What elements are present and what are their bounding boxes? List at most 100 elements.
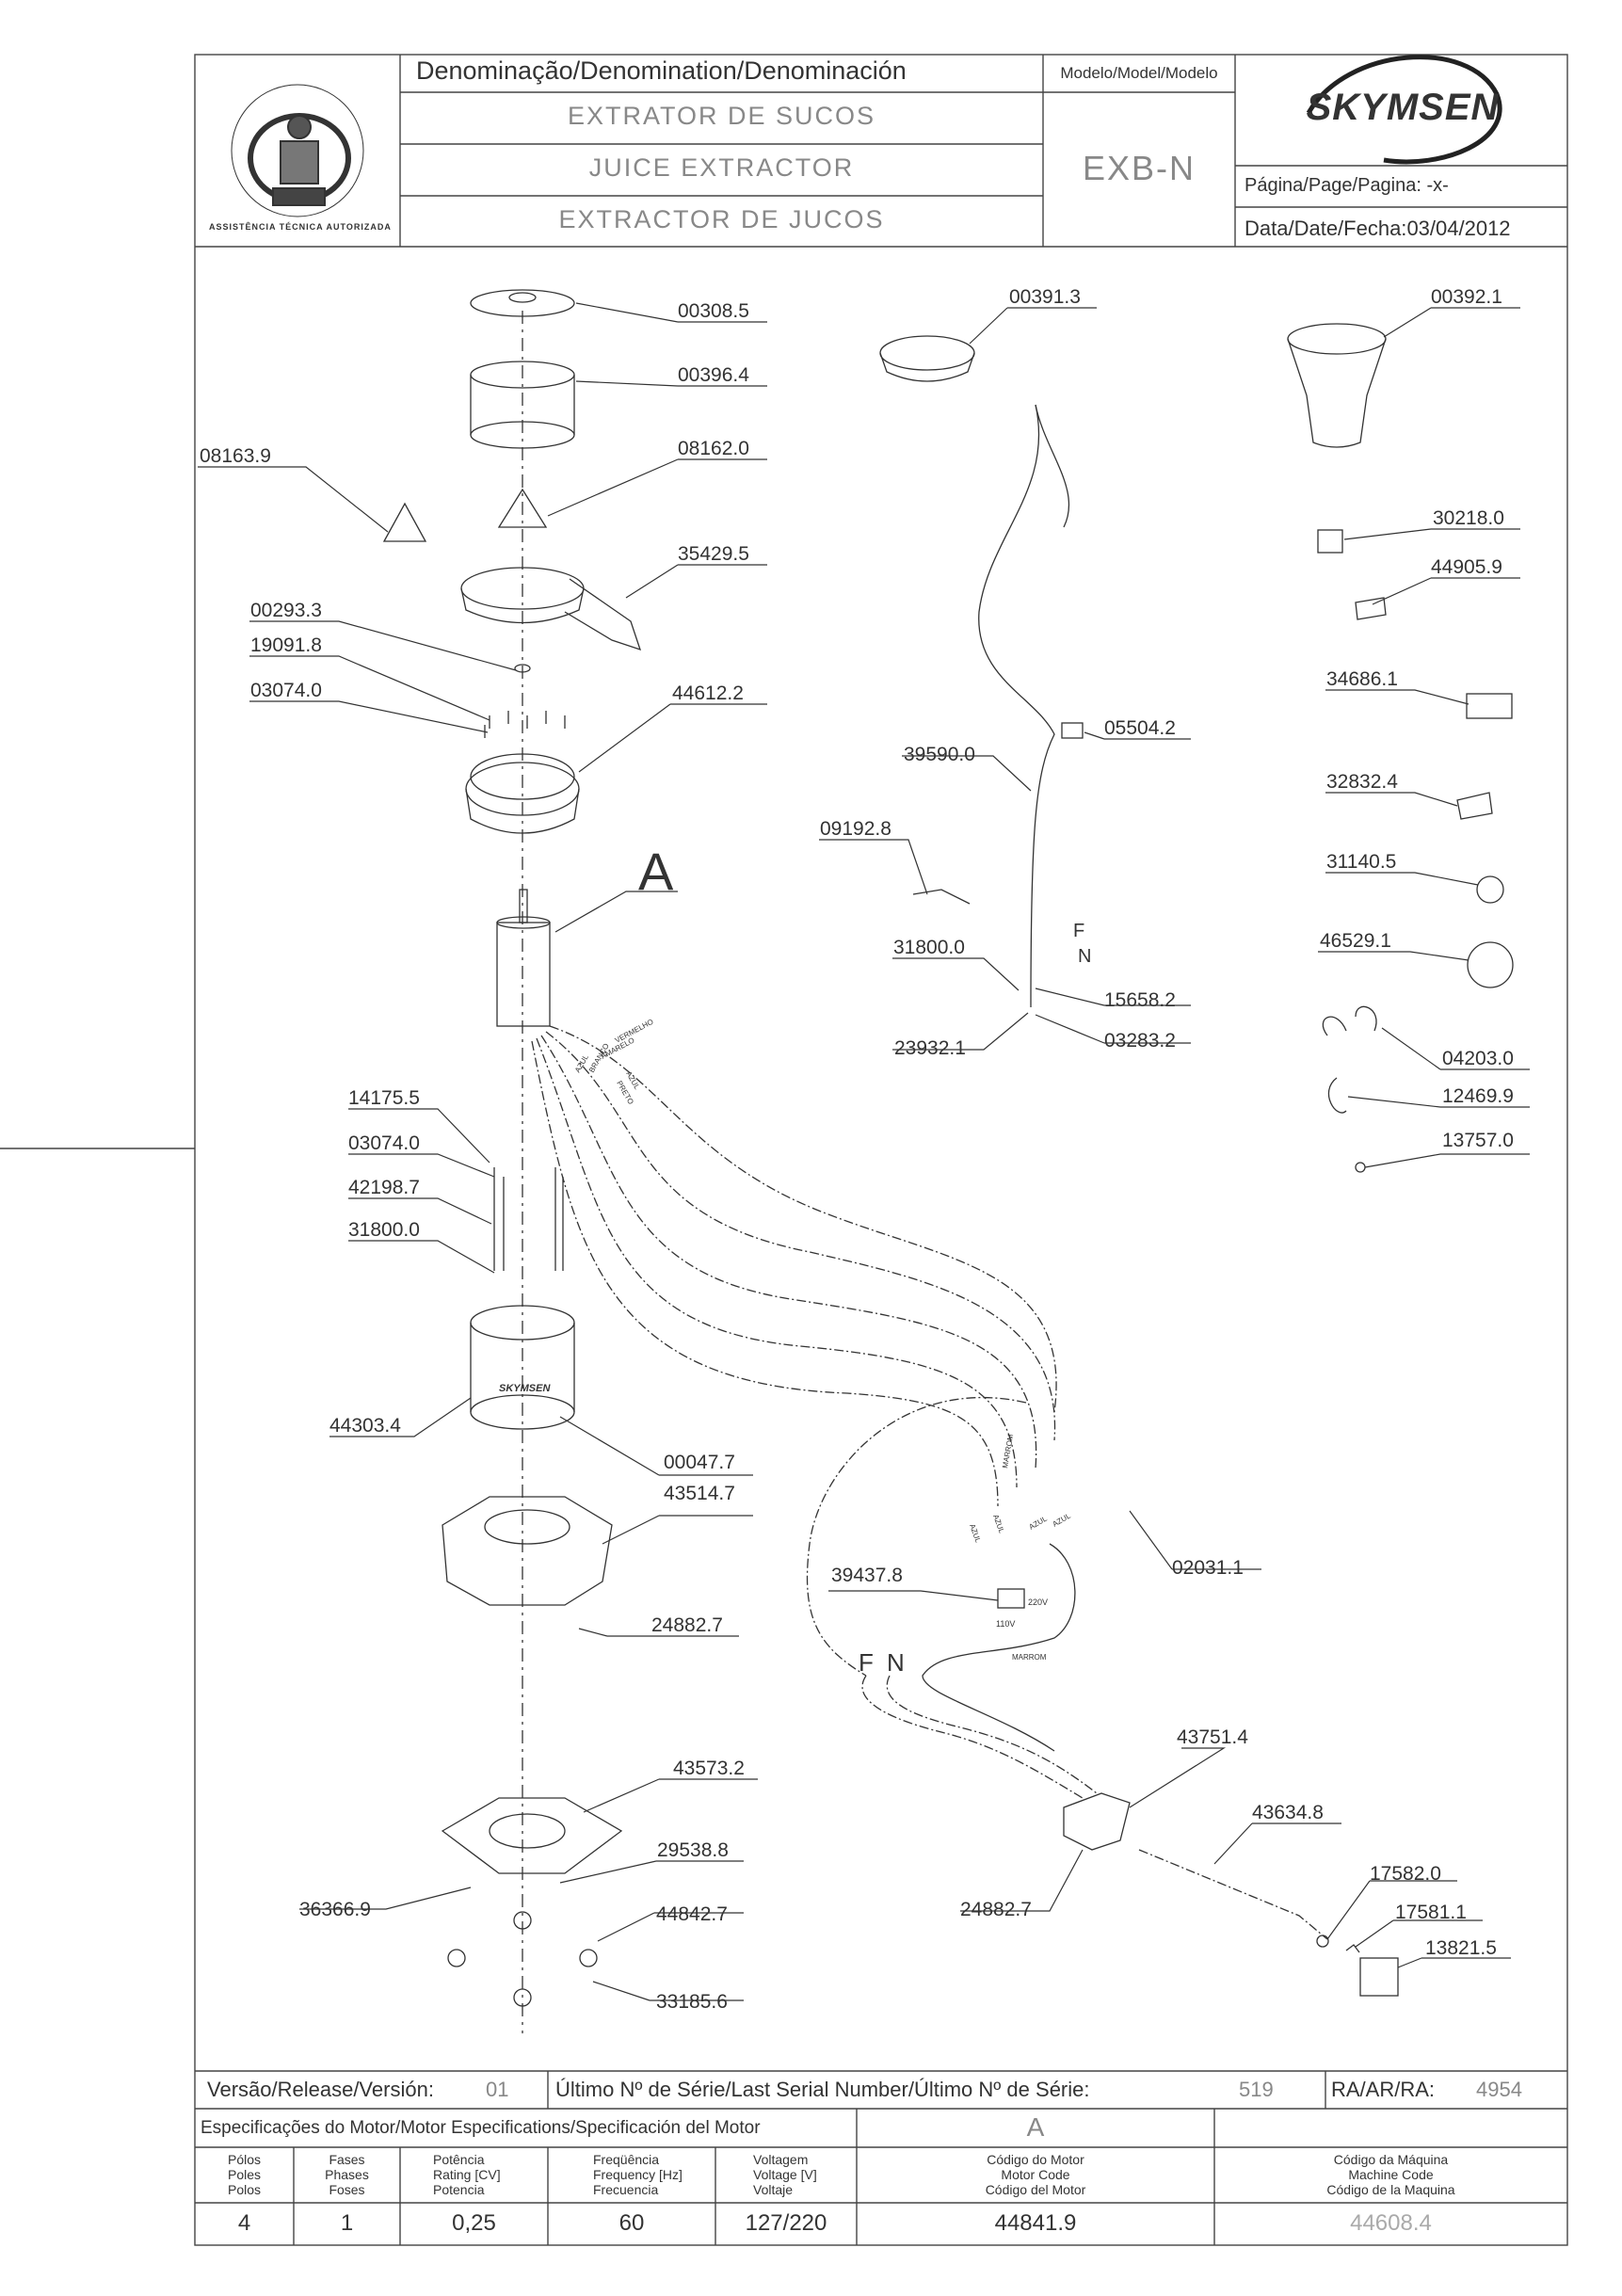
part-label[interactable]: 31800.0 (893, 937, 965, 958)
voltage-110-label: 110V (996, 1619, 1015, 1629)
part-label[interactable]: 32832.4 (1326, 771, 1398, 793)
part-label[interactable]: 15658.2 (1104, 989, 1176, 1011)
motor-spec-label: Especificações do Motor/Motor Especifica… (201, 2118, 761, 2138)
model-label: Modelo/Model/Modelo (1060, 64, 1218, 82)
spec-frequency-header: Freqüência Frequency [Hz] Frecuencia (548, 2152, 715, 2197)
part-label[interactable]: 12469.9 (1442, 1085, 1514, 1107)
spec-phases-value: 1 (340, 2210, 354, 2236)
authorized-assistance-seal (231, 84, 364, 217)
spec-header-line: Frequency [Hz] (593, 2167, 683, 2182)
part-label[interactable]: 05504.2 (1104, 717, 1176, 739)
spec-header-line: Frecuencia (593, 2182, 659, 2197)
part-label[interactable]: 34686.1 (1326, 668, 1398, 690)
nr-label-part (1317, 529, 1343, 554)
wire-f-label: F (1073, 921, 1084, 941)
part-label[interactable]: 00396.4 (678, 364, 749, 386)
part-label[interactable]: 35429.5 (678, 543, 749, 565)
spec-poles-value: 4 (237, 2210, 251, 2236)
part-label[interactable]: 24882.7 (651, 1614, 723, 1636)
part-label[interactable]: 44842.7 (656, 1903, 728, 1925)
part-label[interactable]: 08162.0 (678, 438, 749, 459)
part-label[interactable]: 43514.7 (664, 1483, 735, 1504)
part-label[interactable]: 42198.7 (348, 1177, 420, 1198)
part-label[interactable]: 36366.9 (299, 1899, 371, 1920)
part-label[interactable]: 43751.4 (1177, 1726, 1248, 1748)
product-name-en: JUICE EXTRACTOR (588, 153, 855, 182)
wire-azul-label: AZUL (1028, 1514, 1050, 1531)
model-value: EXB-N (1082, 149, 1196, 187)
spec-header-line: Voltage [V] (753, 2167, 817, 2182)
spec-header-line: Código del Motor (985, 2182, 1086, 2197)
detail-a-label: A (638, 842, 674, 901)
part-label[interactable]: 33185.6 (656, 1991, 728, 2013)
part-label[interactable]: 19091.8 (250, 634, 322, 656)
part-label[interactable]: 00308.5 (678, 300, 749, 322)
spec-header-line: Freqüência (593, 2152, 660, 2167)
spec-header-line: Rating [CV] (433, 2167, 501, 2182)
page-value: -x- (1426, 175, 1449, 196)
part-label[interactable]: 02031.1 (1172, 1557, 1244, 1579)
spec-header-line: Voltaje (753, 2182, 794, 2197)
part-label[interactable]: 44303.4 (329, 1415, 401, 1437)
part-label[interactable]: 08163.9 (200, 445, 271, 467)
part-label[interactable]: 43573.2 (673, 1758, 745, 1779)
part-label[interactable]: 44612.2 (672, 682, 744, 704)
spec-header-line: Polos (227, 2182, 262, 2197)
skymsen-logo (1306, 55, 1502, 165)
part-label[interactable]: 03074.0 (348, 1132, 420, 1154)
spec-motor-code-header: Código do Motor Motor Code Código del Mo… (857, 2152, 1214, 2197)
part-label[interactable]: 00391.3 (1009, 286, 1081, 308)
spec-rating-header: Potência Rating [CV] Potencia (400, 2152, 546, 2197)
part-label[interactable]: 03074.0 (250, 680, 322, 701)
part-label[interactable]: 30218.0 (1433, 507, 1504, 529)
part-label[interactable]: 00047.7 (664, 1452, 735, 1473)
spec-header-line: Código do Motor (987, 2152, 1084, 2167)
part-label[interactable]: 17582.0 (1370, 1863, 1441, 1885)
diagram-annotations: A F N F N VERMELHO AMARELO AZUL PRETO BR… (499, 842, 1091, 1677)
part-label[interactable]: 29538.8 (657, 1839, 729, 1861)
part-label[interactable]: 09192.8 (820, 818, 891, 840)
part-label[interactable]: 00293.3 (250, 600, 322, 621)
date-label-text: Data/Date/Fecha: (1245, 217, 1407, 240)
part-label[interactable]: 13821.5 (1425, 1937, 1497, 1959)
seal-caption: ASSISTÊNCIA TÉCNICA AUTORIZADA (209, 222, 392, 232)
part-label[interactable]: 00392.1 (1431, 286, 1502, 308)
spec-header-line: Poles (227, 2167, 262, 2182)
serial-label: Último Nº de Série/Last Serial Number/Úl… (555, 2078, 1090, 2101)
spec-frequency-value: 60 (618, 2210, 645, 2236)
ra-value: 4954 (1476, 2078, 1522, 2101)
version-value: 01 (486, 2078, 509, 2101)
spec-header-line: Código da Máquina (1333, 2152, 1449, 2167)
part-label[interactable]: 24882.7 (960, 1899, 1032, 1920)
part-label[interactable]: 13757.0 (1442, 1130, 1514, 1151)
motor-detail-value: A (1026, 2112, 1045, 2142)
serial-value: 519 (1239, 2078, 1274, 2101)
spec-header-line: Phases (325, 2167, 369, 2182)
part-label[interactable]: 39590.0 (904, 744, 975, 765)
lid-part (470, 289, 575, 317)
part-label[interactable]: 04203.0 (1442, 1048, 1514, 1069)
spec-phases-header: Fases Phases Foses (294, 2152, 400, 2197)
part-label[interactable]: 14175.5 (348, 1087, 420, 1109)
part-label[interactable]: 43634.8 (1252, 1802, 1324, 1823)
part-label[interactable]: 44905.9 (1431, 556, 1502, 578)
part-label[interactable]: 39437.8 (831, 1565, 903, 1586)
part-label[interactable]: 17581.1 (1395, 1902, 1467, 1923)
part-label[interactable]: 46529.1 (1320, 930, 1391, 952)
part-label[interactable]: 03283.2 (1104, 1030, 1176, 1052)
spec-motor-code-value: 44841.9 (994, 2210, 1077, 2236)
spec-header-line: Potencia (433, 2182, 485, 2197)
wire-azul-label: AZUL (1052, 1511, 1073, 1528)
spec-voltage-header: Voltagem Voltage [V] Voltaje (715, 2152, 857, 2197)
housing-brand-label: SKYMSEN (499, 1383, 551, 1394)
part-label[interactable]: 23932.1 (894, 1037, 966, 1059)
spec-header-line: Potência (433, 2152, 485, 2167)
spec-header-line: Motor Code (1001, 2167, 1070, 2182)
part-label[interactable]: 31800.0 (348, 1219, 420, 1241)
page-label: Página/Page/Pagina: -x- (1245, 175, 1449, 197)
sheet-border (194, 54, 1568, 2246)
part-label[interactable]: 31140.5 (1326, 851, 1396, 873)
reamer-small (382, 502, 427, 542)
brand-name: SKYMSEN (1306, 87, 1500, 128)
